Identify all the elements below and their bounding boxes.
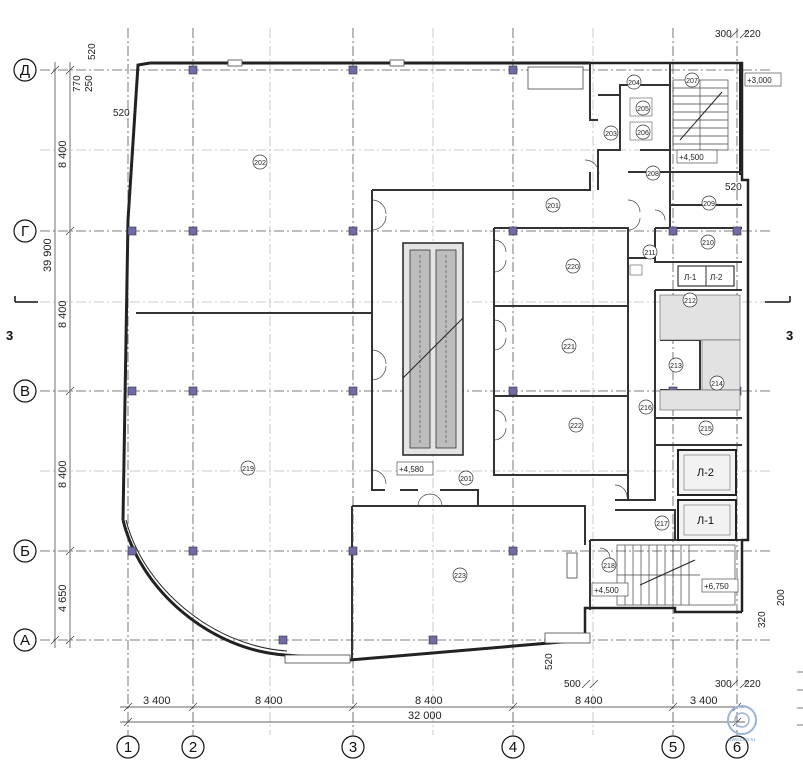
watermark: www.cian.ru — [727, 705, 757, 743]
room-219: 219 — [242, 466, 254, 473]
axis-label-4: 4 — [509, 739, 517, 756]
lift-label-l1: Л-1 — [697, 515, 714, 527]
interior-walls — [136, 63, 742, 660]
dim-right-200: 200 — [776, 589, 787, 606]
level-6750: +6,750 — [704, 582, 729, 591]
dim-left-1: 8 400 — [57, 140, 69, 168]
level-4500-bottom: +4,500 — [594, 586, 619, 595]
axis-label-g: Г — [21, 223, 29, 240]
room-212: 212 — [684, 298, 696, 305]
dim-total-x: 32 000 — [408, 710, 442, 722]
dim-top-right-300: 300 — [715, 29, 732, 40]
dim-left-3: 8 400 — [57, 460, 69, 488]
axis-label-2: 2 — [189, 739, 197, 756]
dim-left-4: 4 650 — [57, 584, 69, 612]
room-tag-circles — [240, 72, 725, 583]
escalator — [402, 242, 464, 456]
room-222: 222 — [570, 423, 582, 430]
room-206: 206 — [637, 130, 649, 137]
axis-label-3: 3 — [349, 739, 357, 756]
axis-label-b: Б — [20, 543, 30, 560]
room-201-corridor: 201 — [547, 203, 559, 210]
room-217: 217 — [656, 521, 668, 528]
windows — [227, 59, 591, 664]
fixture-label-l2: Л-2 — [710, 273, 723, 282]
dim-right-320: 320 — [757, 611, 768, 628]
axis-label-6: 6 — [733, 739, 741, 756]
dim-right-520: 520 — [725, 182, 742, 193]
dim-top-250: 250 — [84, 75, 95, 92]
dim-bottom-right-220: 220 — [744, 679, 761, 690]
doors — [371, 159, 666, 559]
dim-top-520-b: 520 — [113, 108, 130, 119]
dim-span-5: 3 400 — [690, 695, 718, 707]
room-201-hall: 201 — [460, 476, 472, 483]
room-213: 213 — [670, 363, 682, 370]
room-211: 211 — [644, 250, 655, 257]
room-215: 215 — [700, 426, 712, 433]
dim-bottom-right-300: 300 — [715, 679, 732, 690]
section-marks: 3 3 — [6, 296, 793, 343]
edge-marks — [797, 671, 803, 726]
axis-label-v: В — [20, 383, 30, 400]
axis-label-d: Д — [20, 62, 30, 79]
section-mark-left: 3 — [6, 328, 13, 343]
room-221: 221 — [563, 344, 575, 351]
dimension-lines — [50, 29, 749, 727]
axis-bubbles — [13, 58, 749, 759]
dim-top-520-a: 520 — [87, 43, 98, 60]
room-223: 223 — [454, 573, 466, 580]
level-3000: +3,000 — [747, 76, 772, 85]
watermark-logo — [727, 705, 757, 735]
room-202: 202 — [254, 160, 266, 167]
section-mark-right: 3 — [786, 328, 793, 343]
axis-label-a: А — [20, 632, 30, 649]
lift-shafts — [677, 449, 737, 541]
lift-label-l2: Л-2 — [697, 467, 714, 479]
dim-top-770: 770 — [72, 75, 83, 92]
room-203: 203 — [605, 131, 617, 138]
dim-top-right-220: 220 — [744, 29, 761, 40]
dim-bottom-520: 520 — [544, 653, 555, 670]
toilet-areas — [629, 97, 741, 411]
axis-label-5: 5 — [669, 739, 677, 756]
level-marks: +3,000 +4,500 +4,580 +4,500 +6,750 — [396, 72, 782, 597]
dim-bottom-500: 500 — [564, 679, 581, 690]
dim-span-1: 3 400 — [143, 695, 171, 707]
room-210: 210 — [702, 240, 714, 247]
room-numbers: 202 201 219 201 220 221 222 223 203 204 … — [242, 78, 723, 580]
dim-span-4: 8 400 — [575, 695, 603, 707]
room-209: 209 — [703, 201, 715, 208]
room-204: 204 — [628, 80, 640, 87]
room-218: 218 — [603, 563, 615, 570]
staircases — [616, 79, 736, 606]
axis-labels: 1 2 3 4 5 6 Д Г В Б А — [20, 62, 741, 756]
dim-span-2: 8 400 — [255, 695, 283, 707]
level-4580: +4,580 — [399, 465, 424, 474]
fixture-label-l1: Л-1 — [684, 273, 697, 282]
watermark-text: www.cian.ru — [728, 737, 755, 743]
dim-total-y: 39 900 — [42, 238, 54, 272]
axis-label-1: 1 — [124, 739, 132, 756]
room-205: 205 — [637, 106, 649, 113]
level-4500-top: +4,500 — [679, 153, 704, 162]
dimension-texts: 3 400 8 400 8 400 8 400 3 400 32 000 8 4… — [42, 29, 787, 722]
room-216: 216 — [640, 405, 652, 412]
room-220: 220 — [567, 264, 579, 271]
room-214: 214 — [711, 381, 723, 388]
room-207: 207 — [686, 78, 698, 85]
dim-left-2: 8 400 — [57, 300, 69, 328]
dim-span-3: 8 400 — [415, 695, 443, 707]
room-208: 208 — [647, 171, 659, 178]
